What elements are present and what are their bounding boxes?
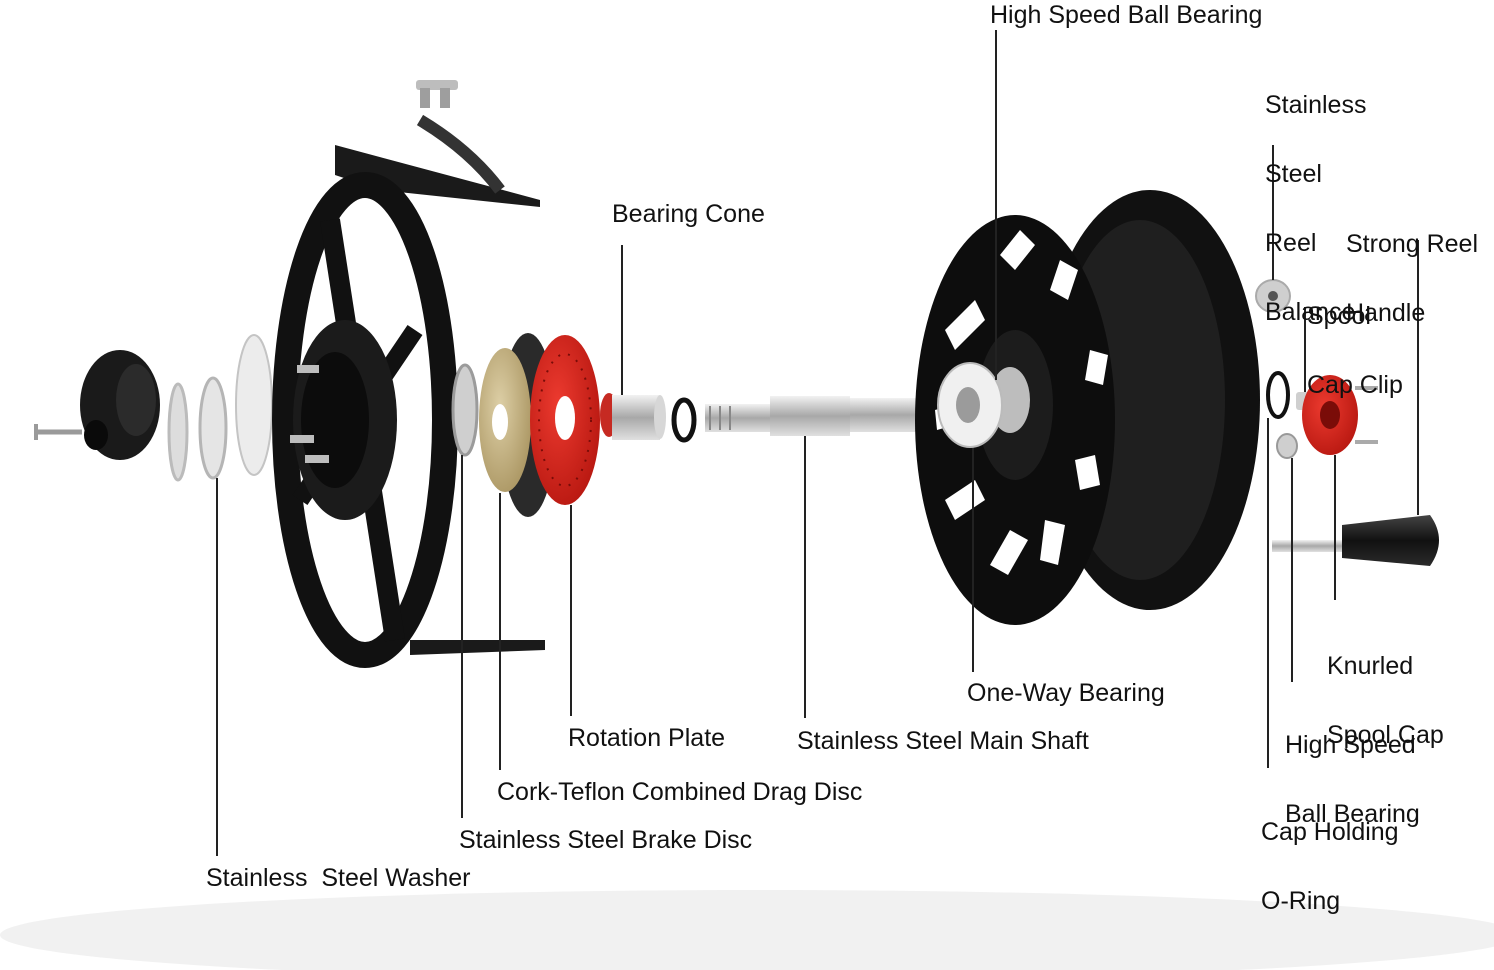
reel-spool [915, 190, 1260, 625]
floor-shadow [0, 890, 1494, 970]
knurled-spool-cap-part [1302, 375, 1378, 455]
cap-holding-o-ring-part [1266, 371, 1290, 419]
reel-balance-hole [1268, 291, 1278, 301]
label-line: Cap Holding [1261, 818, 1399, 846]
label-line: Strong Reel [1346, 230, 1479, 258]
label-bearing-cone: Bearing Cone [612, 200, 765, 228]
stainless-steel-washer-part [198, 376, 228, 480]
brake-disc-part [451, 363, 479, 457]
label-line: Stainless [1265, 91, 1367, 119]
label-stainless-steel-washer: Stainless Steel Washer [206, 864, 471, 892]
label-knurled-spool-cap: Knurled Spool Cap [1327, 609, 1444, 770]
drag-knob [34, 350, 160, 460]
rotation-plate-part [530, 335, 600, 505]
label-stainless-steel-brake-disc: Stainless Steel Brake Disc [459, 826, 753, 854]
label-strong-reel-handle: Strong Reel Handle [1346, 187, 1478, 348]
label-line: Steel [1265, 160, 1322, 188]
label-cap-holding-o-ring: Cap Holding O-Ring [1261, 775, 1399, 936]
washer-large [235, 334, 273, 476]
one-way-bearing-part [937, 362, 1030, 448]
label-high-speed-ball-bearing-bottom: High Speed Ball Bearing [1285, 688, 1420, 849]
label-stainless-steel-reel-balance: Stainless Steel Reel Balance [1265, 48, 1366, 347]
label-cork-teflon-combined-drag-disc: Cork-Teflon Combined Drag Disc [497, 778, 863, 806]
label-line: Spool [1307, 302, 1371, 330]
bearing-cone-part [600, 393, 666, 440]
label-rotation-plate: Rotation Plate [568, 724, 726, 752]
main-shaft-part [705, 396, 920, 436]
label-high-speed-ball-bearing-top: High Speed Ball Bearing [990, 1, 1263, 29]
frame-screws [416, 80, 458, 108]
label-line: Balance [1265, 298, 1356, 326]
label-stainless-steel-main-shaft: Stainless Steel Main Shaft [797, 727, 1089, 755]
reel-handle-part [1272, 515, 1439, 566]
label-line: High Speed [1285, 731, 1416, 759]
label-line: Spool Cap [1327, 721, 1444, 749]
label-one-way-bearing: One-Way Bearing [967, 679, 1165, 707]
label-line: Cap Clip [1307, 371, 1403, 399]
label-line: Ball Bearing [1285, 800, 1420, 828]
washer-small-1 [167, 382, 189, 482]
label-line: Handle [1346, 299, 1426, 327]
label-line: O-Ring [1261, 887, 1341, 915]
drag-disc-part [479, 333, 556, 517]
reel-frame [272, 114, 545, 668]
label-line: Reel [1265, 229, 1317, 257]
leader-lines [216, 30, 1419, 856]
label-spool-cap-clip: Spool Cap Clip [1307, 259, 1403, 420]
small-ball-bearing-part [1276, 433, 1298, 459]
o-ring-part [671, 397, 697, 443]
label-line: Knurled [1327, 652, 1414, 680]
